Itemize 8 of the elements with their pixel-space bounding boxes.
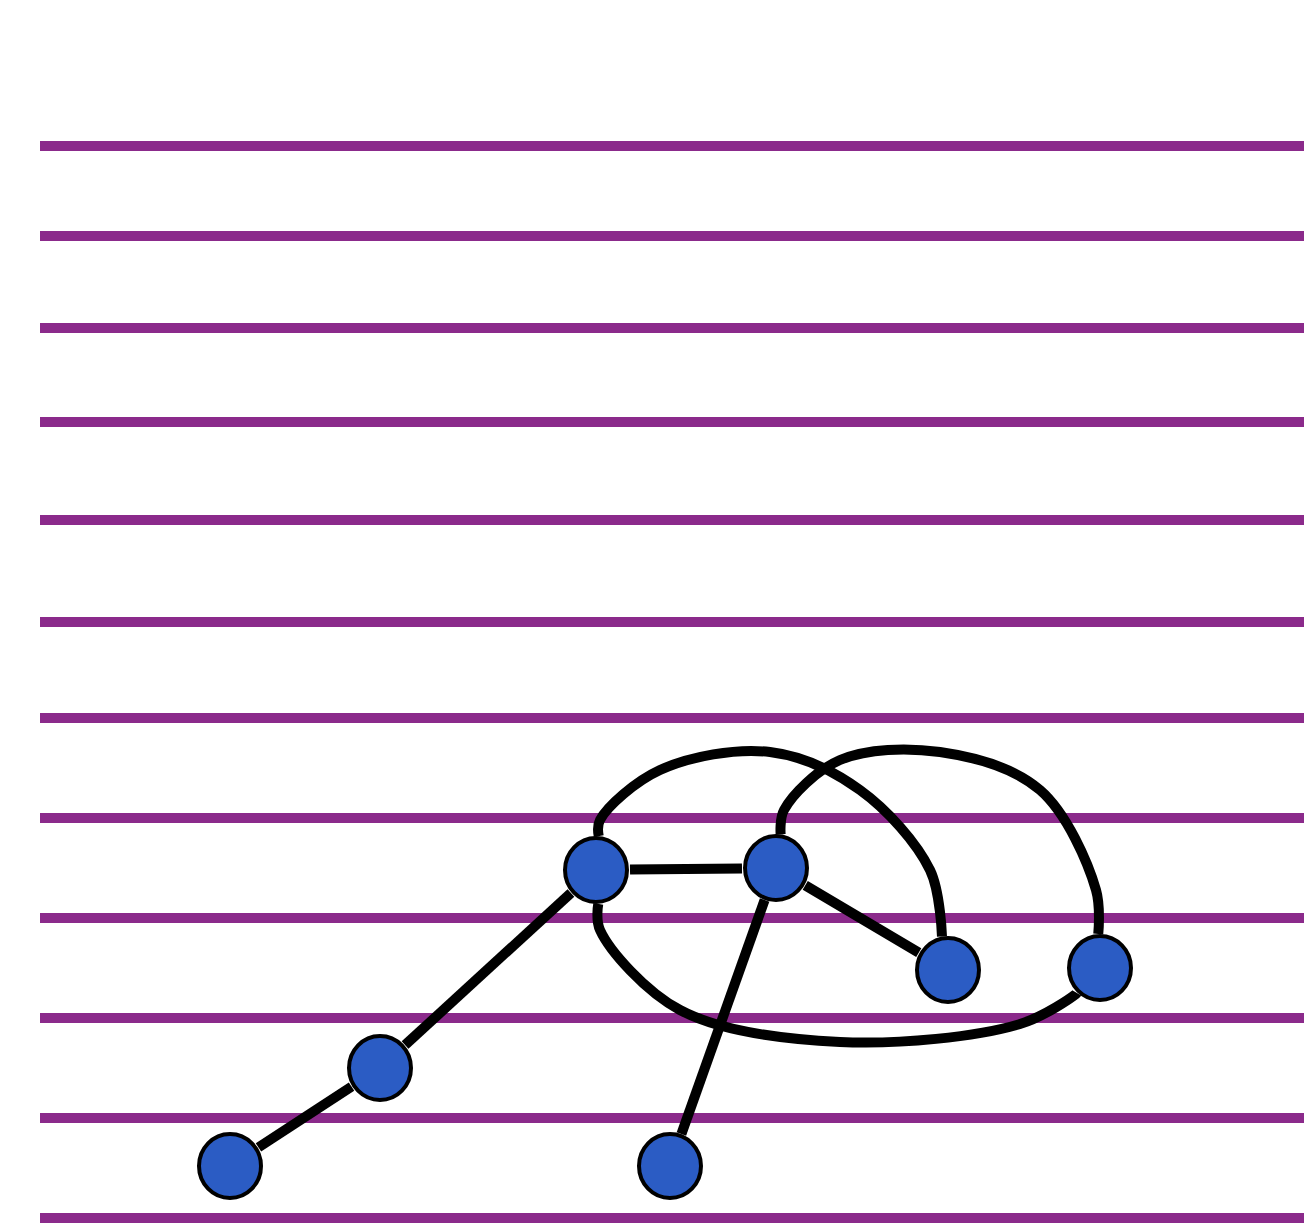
connector-line: [676, 898, 770, 1136]
connector-line: [401, 889, 575, 1049]
connector-line: [775, 744, 1104, 935]
connector-line: [592, 903, 1081, 1048]
connector-line: [593, 746, 947, 937]
connector-line: [629, 863, 743, 875]
connector-line: [255, 1082, 355, 1152]
connector-line: [802, 881, 922, 957]
